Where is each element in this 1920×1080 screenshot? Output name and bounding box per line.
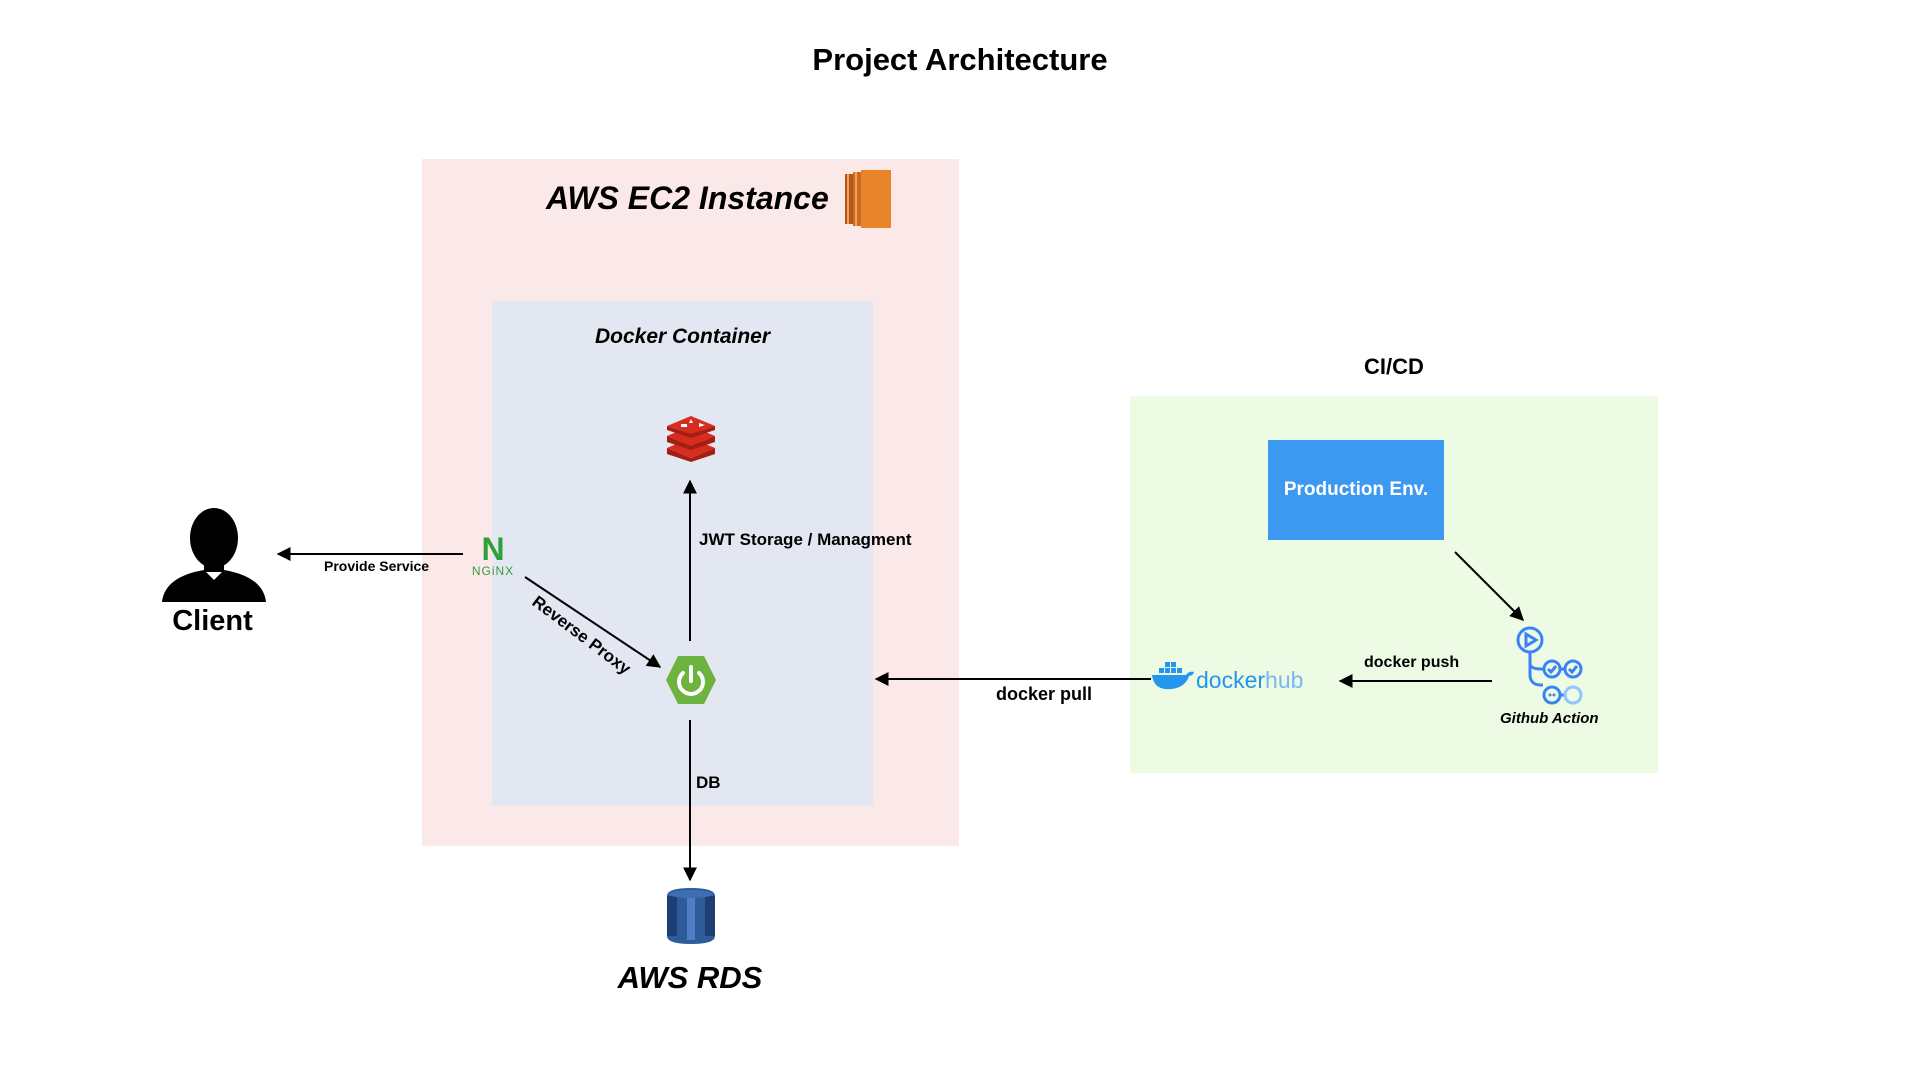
docker-push-label: docker push <box>1364 654 1460 671</box>
production-env-box: Production Env. <box>1268 440 1444 540</box>
spring-boot-power-icon <box>666 656 716 704</box>
docker-whale-icon <box>1152 662 1194 690</box>
nginx-icon: N NGiNX <box>465 531 521 578</box>
aws-ec2-icon <box>845 170 891 228</box>
docker-hub-text-docker: docker <box>1196 667 1266 693</box>
provide-service-label: Provide Service <box>324 558 430 574</box>
nginx-logo-text: NGiNX <box>471 564 515 578</box>
page-title: Project Architecture <box>812 42 1108 77</box>
redis-icon <box>667 416 715 462</box>
github-action-icon <box>1516 626 1583 705</box>
jwt-storage-label: JWT Storage / Managment <box>699 530 912 549</box>
rds-label: AWS RDS <box>617 960 763 995</box>
docker-hub-text-hub: hub <box>1265 667 1304 693</box>
cicd-title: CI/CD <box>1364 354 1424 379</box>
nginx-logo-letter: N <box>481 531 505 567</box>
person-silhouette-icon <box>162 508 266 602</box>
aws-rds-database-icon <box>667 888 715 944</box>
client-label: Client <box>172 605 253 637</box>
docker-container-box <box>492 301 873 806</box>
docker-container-title: Docker Container <box>594 325 771 348</box>
ec2-instance-title: AWS EC2 Instance <box>546 180 829 216</box>
db-label: DB <box>696 773 721 792</box>
docker-pull-label: docker pull <box>996 684 1093 704</box>
github-action-label: Github Action <box>1500 710 1599 727</box>
docker-hub-logo-text: dockerhub <box>1196 668 1303 692</box>
